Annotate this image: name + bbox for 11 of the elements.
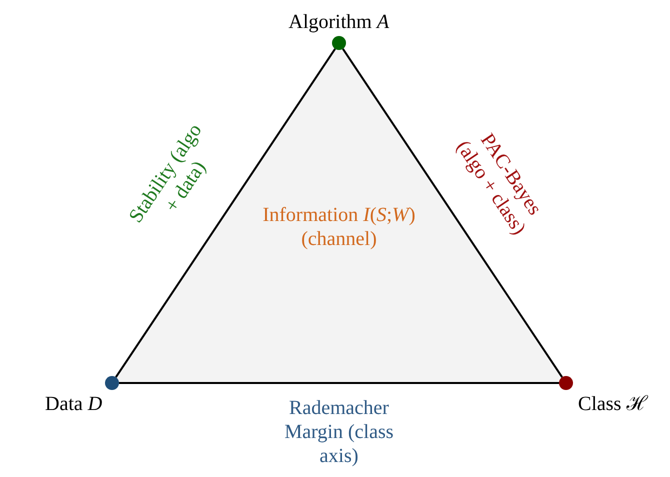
- vertex-dot: [105, 376, 119, 390]
- center-label: Information I(S;W) (channel): [262, 203, 416, 251]
- triangle-side: [119, 382, 559, 384]
- vertex-label: Algorithm A: [288, 10, 390, 34]
- triangle-side: [342, 48, 563, 378]
- triangle-side: [115, 48, 336, 378]
- vertex-dot: [559, 376, 573, 390]
- vertex-dot: [332, 36, 346, 50]
- edge-label: Rademacher Margin (class axis): [283, 396, 395, 468]
- vertex-label: Class ℋ: [578, 392, 648, 416]
- vertex-label: Data D: [45, 392, 102, 416]
